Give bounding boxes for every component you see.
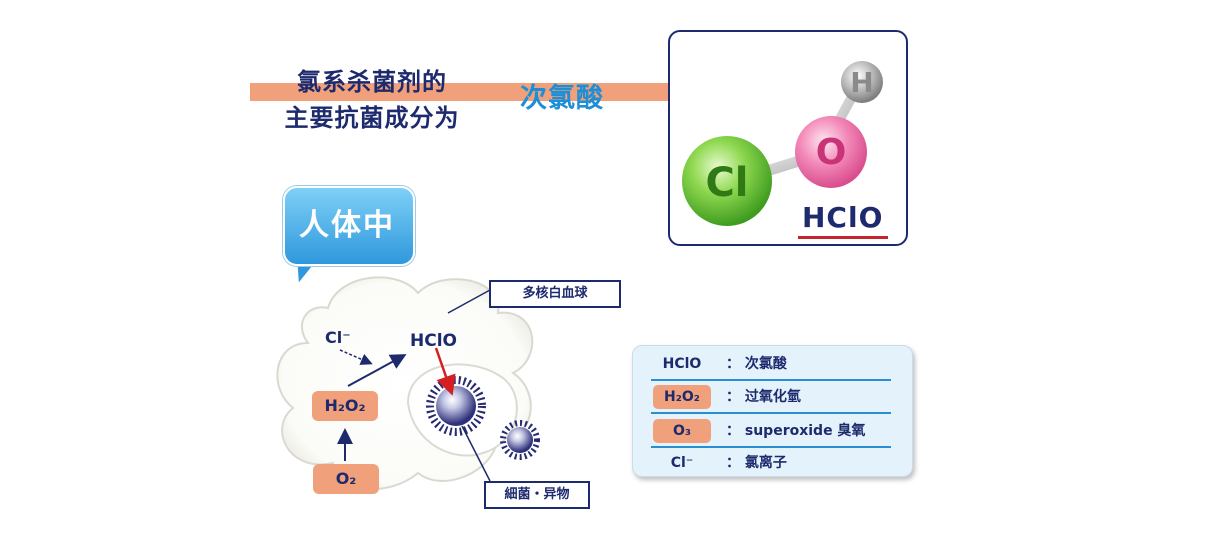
legend-key: H₂O₂ xyxy=(653,385,711,409)
atom-cl xyxy=(682,136,772,226)
atom-h-label: H xyxy=(850,66,873,99)
arrow-hclo-bacteria xyxy=(434,347,456,396)
legend-value: ： 次氯酸 xyxy=(726,356,787,372)
bacteria-tag: 細菌・异物 xyxy=(484,481,590,509)
legend-panel: HClO ： 次氯酸 H₂O₂ ： 过氧化氫 O₃ ： superoxide 臭… xyxy=(632,345,913,477)
speech-bubble xyxy=(283,186,415,266)
chloride-ion-label: Cl⁻ xyxy=(325,328,351,347)
molecule-illustration: H O Cl xyxy=(682,61,883,226)
molecule-formula: HClO xyxy=(802,201,884,234)
molecule-formula-underline xyxy=(798,236,888,239)
legend-divider xyxy=(651,412,891,414)
atom-h xyxy=(841,61,883,103)
headline-arrow-shaft xyxy=(250,83,775,101)
atom-o xyxy=(795,116,867,188)
legend-row-h2o2: H₂O₂ ： 过氧化氫 xyxy=(633,382,912,412)
headline-line1: 氯系杀菌剂的 xyxy=(297,68,447,96)
arrow-h2o2-hclo xyxy=(347,354,407,387)
headline-text: 氯系杀菌剂的 主要抗菌成分为 xyxy=(262,64,482,136)
arrow-cl-dashed xyxy=(339,349,373,365)
legend-value: ： superoxide 臭氧 xyxy=(726,423,866,439)
headline-highlight: 次氯酸 xyxy=(520,83,604,114)
bacterium-small xyxy=(500,420,540,460)
legend-value: ： 氯离子 xyxy=(726,455,787,471)
legend-row-cl: Cl⁻ ： 氯离子 xyxy=(633,448,912,478)
neutrophil-pointer xyxy=(447,289,491,314)
bacteria-pointer xyxy=(461,425,491,482)
o2-pill: O₂ xyxy=(313,464,379,494)
legend-value: ： 过氧化氫 xyxy=(726,389,801,405)
legend-divider xyxy=(651,379,891,381)
cell-diagram xyxy=(276,276,540,490)
legend-divider xyxy=(651,446,891,448)
atom-o-label: O xyxy=(816,132,847,173)
neutrophil-tag: 多核白血球 xyxy=(489,280,621,308)
legend-key: Cl⁻ xyxy=(670,455,694,471)
legend-row-o3: O₃ ： superoxide 臭氧 xyxy=(633,416,912,446)
hclo-label: HClO xyxy=(410,331,457,351)
headline-line2: 主要抗菌成分为 xyxy=(284,104,460,132)
speech-bubble-text: 人体中 xyxy=(299,208,395,243)
legend-key: HClO xyxy=(662,356,702,372)
legend-key: O₃ xyxy=(653,419,711,443)
legend-row-hclo: HClO ： 次氯酸 xyxy=(633,349,912,379)
bacterium-large xyxy=(426,376,486,436)
h2o2-pill: H₂O₂ xyxy=(312,391,378,421)
atom-cl-label: Cl xyxy=(705,160,748,206)
